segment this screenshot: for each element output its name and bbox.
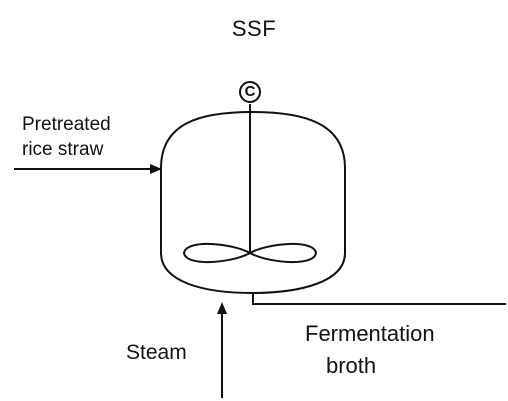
steam-arrowhead (217, 302, 227, 314)
impeller-left-blade (182, 242, 253, 264)
outlet-pipe (252, 293, 506, 305)
feed-arrowhead (150, 164, 162, 174)
reactor-vessel (160, 110, 346, 295)
impeller-right-blade (247, 242, 318, 264)
stirrer-motor-label: C (244, 83, 256, 100)
product-label-line1: Fermentation (305, 321, 435, 346)
stirrer-motor-ring (239, 81, 261, 103)
feed-label-line1: Pretreated (22, 114, 111, 135)
feed-label-line2: rice straw (22, 139, 104, 160)
steam-label: Steam (126, 341, 187, 364)
product-label-line2: broth (326, 353, 377, 378)
diagram-title: SSF (231, 16, 277, 41)
